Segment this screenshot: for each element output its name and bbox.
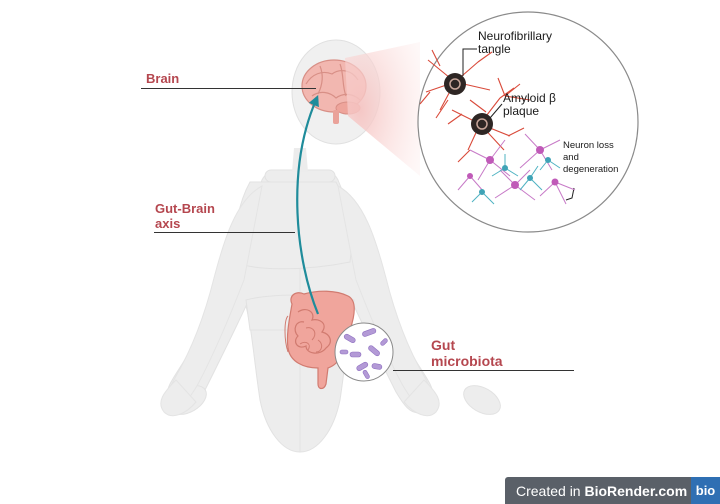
plaque-callout-line2: plaque — [503, 104, 540, 118]
body-silhouette — [166, 169, 501, 453]
tangle-leader-line — [462, 48, 477, 76]
biorender-logo-icon: bio — [691, 477, 720, 504]
amyloid-plaque-core — [471, 113, 493, 135]
brain-label: Brain — [146, 71, 180, 86]
neurofibrillary-tangle-core — [444, 73, 466, 95]
plaque-leader-line — [489, 103, 503, 119]
gut-microbiota-label-line1: Gut — [431, 337, 456, 353]
gut-microbiota-label-line2: microbiota — [431, 353, 503, 369]
neuron-leader-line — [565, 187, 575, 201]
gut-brain-axis-label-line1: Gut-Brain — [155, 201, 215, 216]
tangle-callout-line2: tangle — [478, 42, 511, 56]
neuron-cell-bodies — [467, 146, 559, 195]
gut-brain-axis-arrow — [296, 94, 320, 315]
gut-brain-axis-label-line — [154, 232, 295, 233]
microbes-graphic — [339, 328, 388, 379]
brain-label-line — [141, 88, 316, 89]
gut-microbiota-label-line — [393, 370, 574, 371]
gut-brain-axis-label-line2: axis — [155, 216, 181, 231]
neuron-callout-line1: Neuron loss — [563, 140, 614, 151]
tangle-inner-ring — [449, 78, 461, 90]
plaque-callout-line1: Amyloid β — [503, 91, 556, 105]
plaque-inner-ring — [476, 118, 488, 130]
badge-brand: BioRender.com — [584, 482, 688, 499]
tangle-callout-line1: Neurofibrillary — [478, 29, 553, 43]
badge-text: Created in BioRender.com — [505, 483, 687, 499]
biorender-badge[interactable]: Created in BioRender.com bio — [505, 477, 720, 504]
neuron-callout-line3: degeneration — [563, 164, 619, 175]
zoom-wedge — [345, 42, 420, 176]
neurofibrillary-tangle-graphic — [419, 49, 531, 163]
neuron-callout-line2: and — [563, 152, 579, 163]
badge-prefix: Created in — [516, 482, 585, 499]
